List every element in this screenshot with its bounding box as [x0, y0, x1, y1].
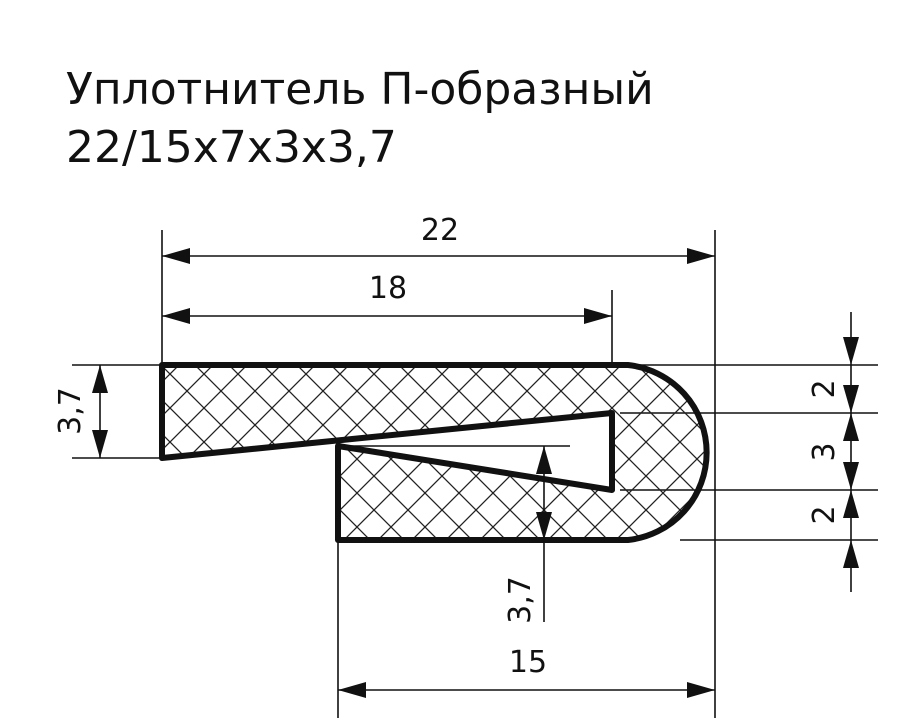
arrow-18-left: [162, 308, 190, 324]
arrow-18-right: [584, 308, 612, 324]
arrow-15-right: [687, 682, 715, 698]
dim-label-15: 15: [509, 645, 547, 680]
dim-label-18: 18: [369, 271, 407, 306]
arrow-right-low-up: [843, 462, 859, 490]
arrow-37-left-top: [92, 365, 108, 393]
dim-label-right-bottom: 2: [807, 505, 842, 524]
dim-label-right-middle: 3: [807, 442, 842, 461]
dim-label-right-top: 2: [807, 379, 842, 398]
arrow-37-left-bottom: [92, 430, 108, 458]
dim-label-22: 22: [421, 213, 459, 248]
title-line-1: Уплотнитель П-образный: [66, 64, 654, 115]
arrow-right-low-down: [843, 490, 859, 518]
arrow-right-mid-up: [843, 385, 859, 413]
dim-label-37-left: 3,7: [53, 387, 88, 435]
arrow-22-left: [162, 248, 190, 264]
arrow-right-bottom-in: [843, 540, 859, 568]
title-line-2: 22/15x7x3x3,7: [66, 122, 397, 173]
arrow-37-gap-top: [536, 446, 552, 474]
arrow-22-right: [687, 248, 715, 264]
seal-profile: [159, 362, 710, 543]
arrow-right-top-in: [843, 337, 859, 365]
arrow-right-mid-down: [843, 413, 859, 441]
arrow-15-left: [338, 682, 366, 698]
dim-label-37-gap: 3,7: [503, 576, 538, 624]
arrow-37-gap-bottom: [536, 512, 552, 540]
